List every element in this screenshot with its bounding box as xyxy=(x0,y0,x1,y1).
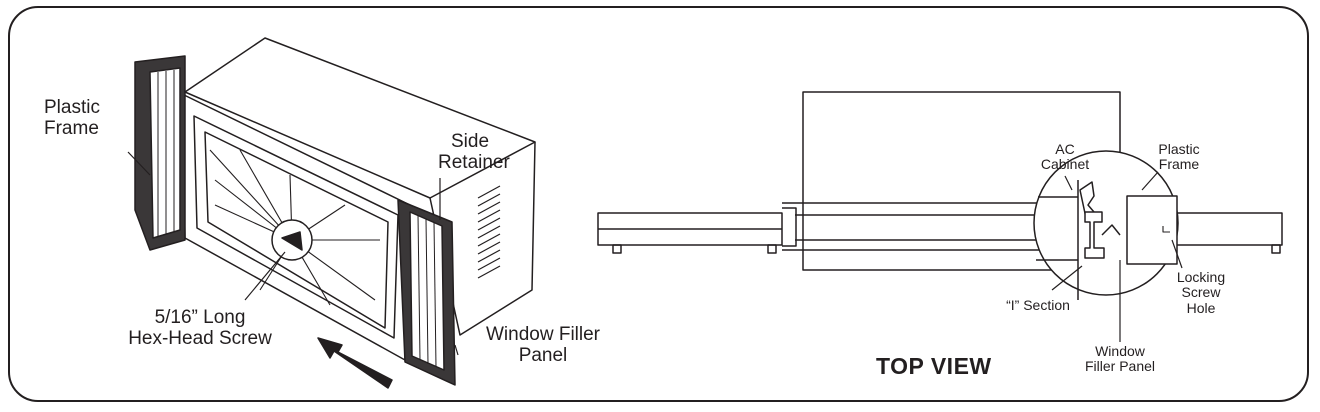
plastic-frame-topview-label: Plastic Frame xyxy=(1158,141,1200,173)
window-filler-panel-label: Window Filler Panel xyxy=(485,324,601,366)
i-section-label: “I” Section xyxy=(1006,297,1070,313)
left-filler-section xyxy=(597,212,783,246)
slide-direction-arrow xyxy=(317,337,393,389)
ac-cabinet-top xyxy=(184,37,536,199)
ac-front-inner xyxy=(193,115,399,339)
i-section-shape xyxy=(1084,211,1105,259)
locking-screw-hole-label: Locking Screw Hole xyxy=(1176,269,1226,316)
top-view-title: TOP VIEW xyxy=(876,353,992,379)
window-filler-panel-topview-label: Window Filler Panel xyxy=(1084,343,1156,375)
screw-label: 5/16” Long Hex-Head Screw xyxy=(128,307,272,349)
plastic-frame-label: Plastic Frame xyxy=(44,97,100,139)
ac-cabinet-label: AC Cabinet xyxy=(1040,141,1090,173)
side-retainer-label: Side Retainer xyxy=(438,131,510,173)
top-view-illustration xyxy=(597,91,1283,342)
side-vent-louvers xyxy=(477,185,501,279)
screw-head-icon xyxy=(281,231,303,251)
diagram-border xyxy=(8,6,1309,402)
ac-unit-illustration xyxy=(127,37,536,389)
